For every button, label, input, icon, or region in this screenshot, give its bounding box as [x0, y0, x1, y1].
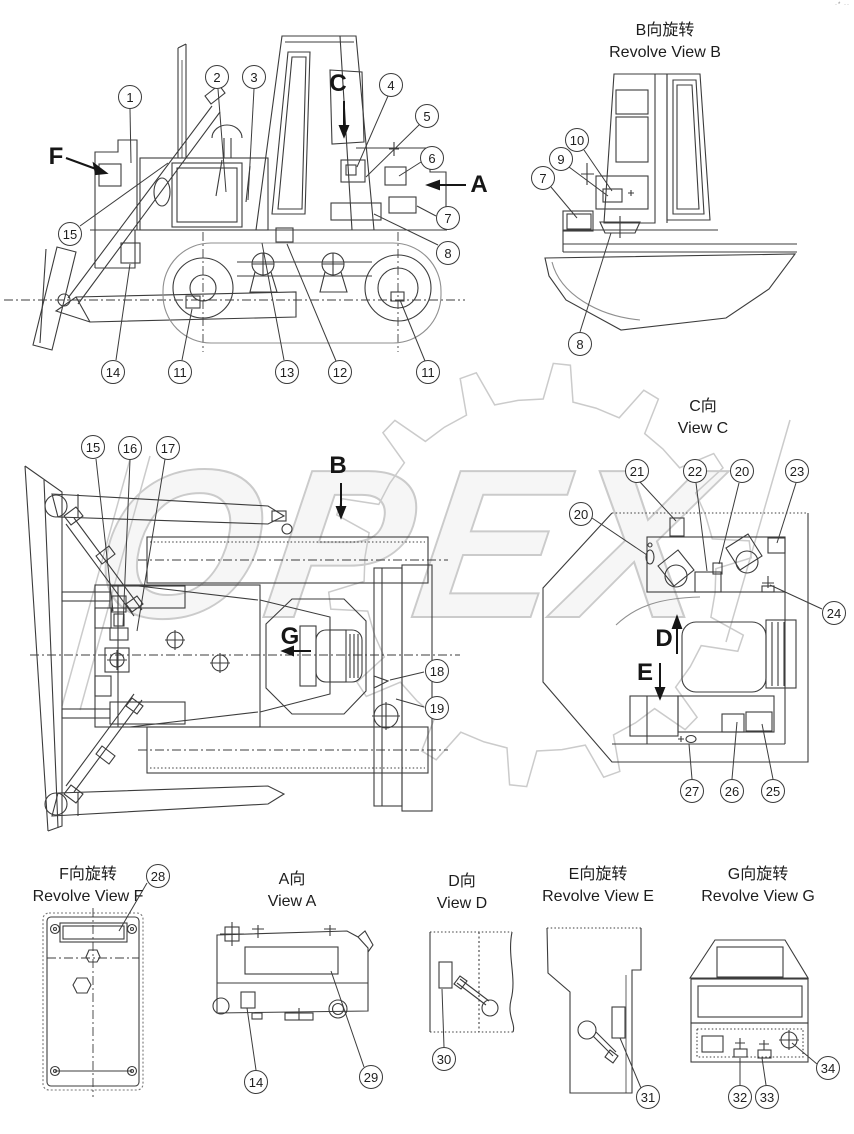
direction-letter-b: B — [329, 452, 347, 479]
callout-side-5: 5 — [415, 104, 439, 128]
direction-letter-g: G — [280, 623, 300, 650]
callout-view-c-21: 21 — [625, 459, 649, 483]
title-view-c: C向 View C — [613, 396, 793, 441]
callout-side-13: 13 — [275, 360, 299, 384]
title-revolve-view-g: G向旋转 Revolve View G — [668, 864, 848, 909]
callout-side-11: 11 — [168, 360, 192, 384]
title-revolve-view-e: E向旋转 Revolve View E — [508, 864, 688, 909]
watermark-gear — [61, 362, 791, 788]
title-revolve-view-b-zh: B向旋转 — [635, 22, 695, 39]
callout-plan-19: 19 — [425, 696, 449, 720]
callout-side-15: 15 — [58, 222, 82, 246]
callout-leader-lines — [79, 88, 823, 1089]
title-revolve-view-b: B向旋转 Revolve View B — [575, 20, 755, 65]
callout-view-c-22: 22 — [683, 459, 707, 483]
title-revolve-view-b-en: Revolve View B — [609, 44, 721, 62]
title-revolve-view-f-en: Revolve View F — [32, 888, 144, 906]
corner-mark: ·* ·· — [835, 2, 850, 8]
callout-revolve-g-32: 32 — [728, 1085, 752, 1109]
side-view-drawing — [4, 35, 465, 352]
title-view-c-en: View C — [677, 420, 729, 438]
title-view-a: A向 View A — [202, 869, 382, 914]
callout-plan-18: 18 — [425, 659, 449, 683]
callout-revolve-b-8: 8 — [568, 332, 592, 356]
callout-view-c-27: 27 — [680, 779, 704, 803]
callout-revolve-e-31: 31 — [636, 1085, 660, 1109]
callout-side-3: 3 — [242, 65, 266, 89]
callout-side-14: 14 — [101, 360, 125, 384]
callout-view-c-26: 26 — [720, 779, 744, 803]
title-view-d-zh: D向 — [448, 873, 476, 890]
callout-revolve-b-9: 9 — [549, 147, 573, 171]
callout-plan-15: 15 — [81, 435, 105, 459]
callout-view-a-29: 29 — [359, 1065, 383, 1089]
title-view-c-zh: C向 — [689, 398, 717, 415]
revolve-view-g-drawing — [688, 939, 809, 1063]
title-revolve-view-e-zh: E向旋转 — [568, 866, 628, 883]
callout-view-c-20: 20 — [730, 459, 754, 483]
callout-side-2: 2 — [205, 65, 229, 89]
callout-revolve-g-34: 34 — [816, 1056, 840, 1080]
callout-revolve-b-10: 10 — [565, 128, 589, 152]
title-view-a-en: View A — [267, 893, 317, 911]
title-revolve-view-g-en: Revolve View G — [701, 888, 815, 906]
callout-revolve-f-28: 28 — [146, 864, 170, 888]
callout-side-11: 11 — [416, 360, 440, 384]
callout-plan-17: 17 — [156, 436, 180, 460]
direction-letter-d: D — [655, 625, 673, 652]
callout-plan-16: 16 — [118, 436, 142, 460]
callout-view-d-30: 30 — [432, 1047, 456, 1071]
callout-revolve-b-7: 7 — [531, 166, 555, 190]
revolve-view-b-drawing — [544, 73, 797, 331]
title-revolve-view-f-zh: F向旋转 — [59, 866, 117, 883]
view-d-drawing — [429, 931, 515, 1033]
callout-view-c-24: 24 — [822, 601, 846, 625]
view-c-drawing — [542, 512, 809, 763]
title-revolve-view-g-zh: G向旋转 — [727, 866, 789, 883]
callout-side-12: 12 — [328, 360, 352, 384]
callout-revolve-g-33: 33 — [755, 1085, 779, 1109]
plan-view-drawing — [24, 465, 460, 832]
callout-side-4: 4 — [379, 73, 403, 97]
callout-side-8: 8 — [436, 241, 460, 265]
revolve-view-f-drawing — [42, 908, 144, 1097]
callout-side-6: 6 — [420, 146, 444, 170]
view-a-drawing — [212, 922, 374, 1021]
title-view-d-en: View D — [436, 895, 488, 913]
direction-letter-c: C — [329, 70, 347, 97]
callout-view-c-20: 20 — [569, 502, 593, 526]
revolve-view-e-drawing — [546, 927, 642, 1094]
callout-side-7: 7 — [436, 206, 460, 230]
callout-view-a-14: 14 — [244, 1070, 268, 1094]
title-revolve-view-e-en: Revolve View E — [542, 888, 654, 906]
direction-letter-a: A — [470, 171, 488, 198]
direction-letter-e: E — [636, 659, 653, 686]
callout-view-c-25: 25 — [761, 779, 785, 803]
direction-arrows — [65, 101, 683, 701]
direction-letter-f: F — [48, 143, 64, 170]
callout-side-1: 1 — [118, 85, 142, 109]
title-revolve-view-f: F向旋转 Revolve View F — [0, 864, 178, 909]
title-view-d: D向 View D — [372, 871, 552, 916]
callout-view-c-23: 23 — [785, 459, 809, 483]
title-view-a-zh: A向 — [278, 871, 306, 888]
